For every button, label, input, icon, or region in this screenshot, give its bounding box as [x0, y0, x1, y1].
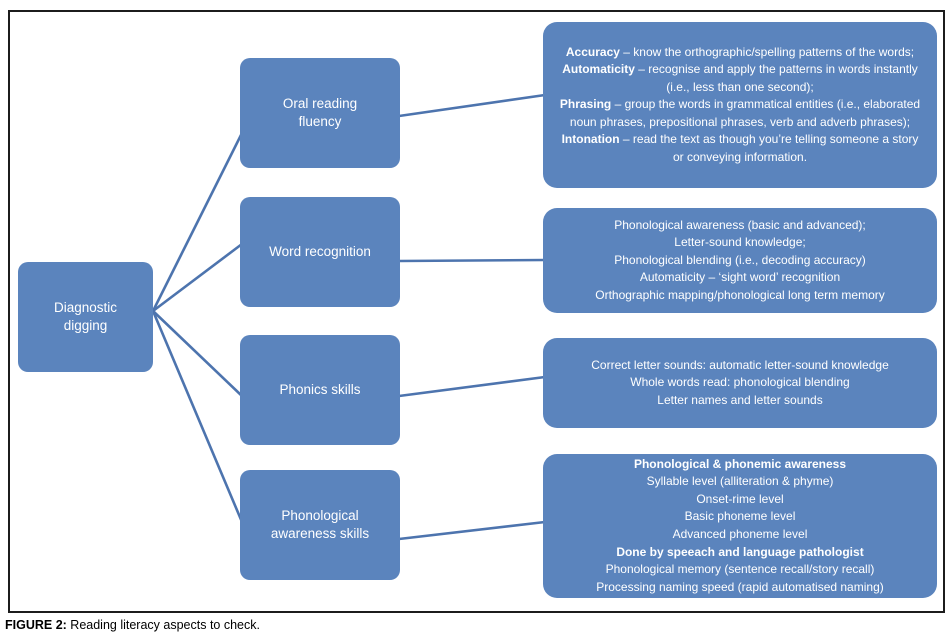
detail-line: Processing naming speed (rapid automatis… — [555, 579, 925, 597]
detail-term: Automaticity — [562, 62, 635, 77]
detail-text: Phonological memory (sentence recall/sto… — [605, 562, 875, 577]
detail-text: Phonological blending (i.e., decoding ac… — [614, 252, 866, 267]
detail-text: Orthographic mapping/phonological long t… — [595, 287, 885, 302]
detail-term: Intonation — [561, 132, 620, 147]
node-phonics-skills: Phonics skills — [240, 335, 400, 445]
node-label: Oral reading fluency — [282, 95, 358, 129]
detail-line: Phonological blending (i.e., decoding ac… — [555, 252, 925, 270]
detail-line: Done by speeach and language pathologist — [555, 544, 925, 562]
caption-label: FIGURE 2: — [5, 618, 67, 632]
detail-term: Phonological & phonemic awareness — [633, 456, 847, 471]
detail-text: Advanced phoneme level — [672, 527, 808, 541]
node-label: Phonics skills — [279, 381, 361, 397]
detail-text: Basic phoneme level — [684, 509, 796, 524]
detail-line: Accuracy – know the orthographic/spellin… — [555, 44, 925, 62]
detail-line: Advanced phoneme level — [555, 526, 925, 544]
detail-text: – read the text as though you’re telling… — [619, 132, 919, 164]
detail-line: Phrasing – group the words in grammatica… — [555, 96, 925, 131]
detail-text: Whole words read: phonological blending — [630, 375, 850, 390]
node-phonological-awareness-skills: Phonological awareness skills — [240, 470, 400, 580]
caption-text: Reading literacy aspects to check. — [66, 618, 260, 632]
detail-term: Accuracy — [565, 44, 620, 59]
details-word-recognition: Phonological awareness (basic and advanc… — [543, 208, 937, 313]
detail-text: – group the words in grammatical entitie… — [569, 97, 921, 129]
detail-text: Correct letter sounds: automatic letter-… — [591, 357, 889, 372]
detail-line: Intonation – read the text as though you… — [555, 131, 925, 166]
detail-line: Correct letter sounds: automatic letter-… — [555, 357, 925, 375]
detail-term: Done by speeach and language pathologist — [616, 544, 864, 559]
node-oral-reading-fluency: Oral reading fluency — [240, 58, 400, 168]
detail-line: Basic phoneme level — [555, 508, 925, 526]
detail-line: Orthographic mapping/phonological long t… — [555, 287, 925, 305]
detail-text: Onset-rime level — [696, 491, 784, 506]
node-label: Phonological awareness skills — [270, 507, 370, 541]
node-label: Word recognition — [269, 243, 371, 259]
detail-line: Letter names and letter sounds — [555, 392, 925, 410]
detail-line: Automaticity – ‘sight word’ recognition — [555, 269, 925, 287]
detail-term: Phrasing — [559, 97, 612, 112]
detail-text: Letter names and letter sounds — [657, 392, 823, 407]
node-label: Diagnostic digging — [53, 299, 118, 333]
detail-text: Automaticity – ‘sight word’ recognition — [639, 270, 841, 285]
detail-line: Syllable level (alliteration & phyme) — [555, 473, 925, 491]
node-diagnostic-digging: Diagnostic digging — [18, 262, 153, 372]
figure-border — [8, 10, 945, 613]
detail-text: Processing naming speed (rapid automatis… — [596, 579, 884, 594]
detail-line: Phonological & phonemic awareness — [555, 456, 925, 474]
detail-line: Phonological memory (sentence recall/sto… — [555, 561, 925, 579]
detail-line: Automaticity – recognise and apply the p… — [555, 61, 925, 96]
detail-text: Phonological awareness (basic and advanc… — [614, 217, 866, 232]
detail-line: Letter-sound knowledge; — [555, 234, 925, 252]
details-phonics-skills: Correct letter sounds: automatic letter-… — [543, 338, 937, 428]
detail-text: – recognise and apply the patterns in wo… — [634, 62, 918, 94]
detail-text: Letter-sound knowledge; — [674, 235, 806, 250]
detail-line: Onset-rime level — [555, 491, 925, 509]
details-oral-reading-fluency: Accuracy – know the orthographic/spellin… — [543, 22, 937, 188]
detail-text: Syllable level (alliteration & phyme) — [646, 474, 834, 489]
detail-line: Whole words read: phonological blending — [555, 374, 925, 392]
detail-text: – know the orthographic/spelling pattern… — [619, 44, 915, 59]
figure-caption: FIGURE 2: Reading literacy aspects to ch… — [5, 618, 260, 632]
detail-line: Phonological awareness (basic and advanc… — [555, 217, 925, 235]
node-word-recognition: Word recognition — [240, 197, 400, 307]
